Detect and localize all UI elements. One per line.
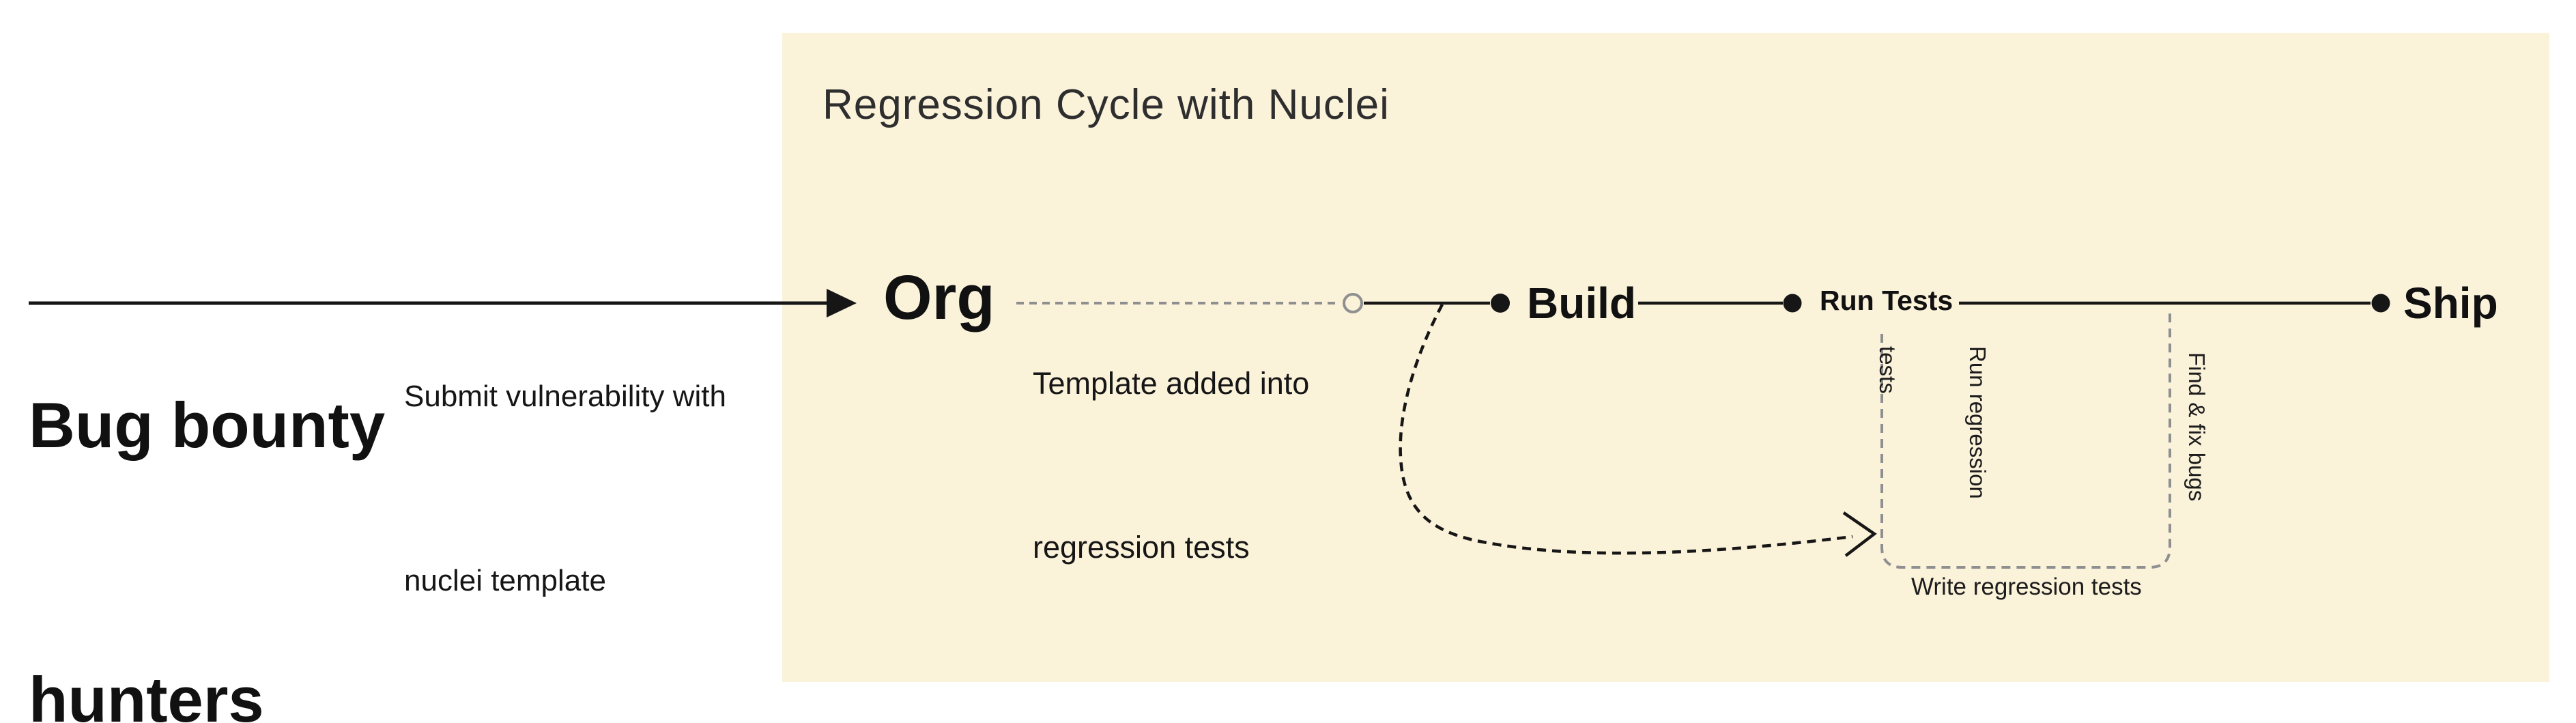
submit-arrow-label-line2: nuclei template [404,564,606,597]
node-org: Org [883,263,995,332]
template-added-label-line1: Template added into [1033,366,1310,401]
actor-label: Bug bounty hunters [29,197,385,723]
submit-arrow-label-line1: Submit vulnerability with [404,380,726,413]
run-regression-vertical-label: Run regression tests [1812,346,2052,551]
actor-line2: hunters [29,664,264,723]
submit-arrow-label: Submit vulnerability with nuclei templat… [404,243,726,723]
find-fix-vertical-label: Find & fix bugs [2184,352,2209,502]
write-regression-label: Write regression tests [1911,573,2142,600]
node-run-tests: Run Tests [1820,285,1954,316]
build-dot-icon [1491,294,1510,313]
feedback-loop-dashed-curve [1399,303,1853,555]
open-circle-node-icon [1343,293,1363,313]
template-added-label: Template added into regression tests [1033,247,1309,684]
run-regression-vertical-line2: tests [1875,346,1900,394]
submit-arrowhead-icon [827,289,857,317]
feedback-loop-arrowhead-icon [1842,511,1877,557]
node-build: Build [1527,279,1636,328]
run-tests-dot-icon [1783,294,1802,313]
regression-zone-dashed-bracket [1880,308,2171,569]
regression-cycle-panel [782,33,2549,682]
run-regression-vertical-line1: Run regression [1965,346,1990,499]
template-added-label-line2: regression tests [1033,530,1250,565]
panel-title: Regression Cycle with Nuclei [822,81,1390,128]
actor-line1: Bug bounty [29,389,386,461]
node-ship: Ship [2403,279,2498,328]
ship-dot-icon [2371,294,2390,313]
